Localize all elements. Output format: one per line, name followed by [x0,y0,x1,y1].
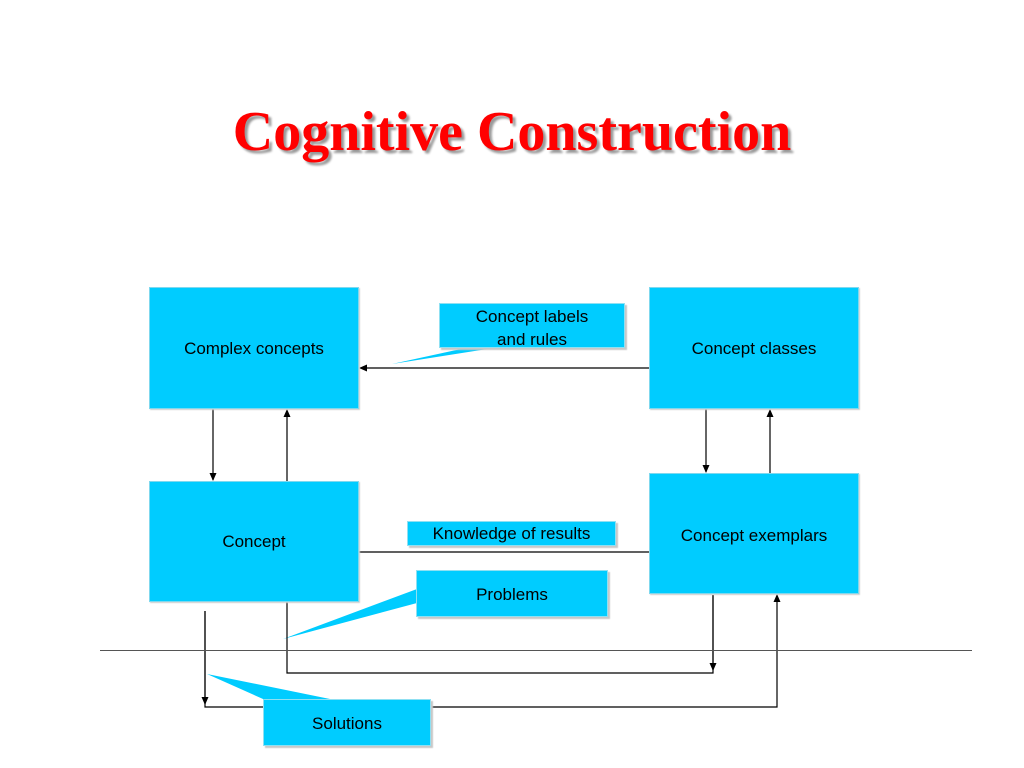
callout-knowledge-of-results: Knowledge of results [407,521,616,546]
node-concept-exemplars-label: Concept exemplars [680,526,828,545]
callout-solutions: Solutions [263,699,431,746]
node-concept-classes: Concept classes [649,287,859,409]
callout-concept-labels-and-rules: Concept labels and rules [439,303,625,349]
node-complex-concepts-label: Complex concepts [184,338,324,358]
problems-callout-pointer [283,589,417,639]
labels-callout-pointer [392,347,500,364]
page-title: Cognitive Construction [232,101,792,163]
node-concept: Concept [149,481,359,602]
node-concept-exemplars: Concept exemplars [649,473,859,594]
node-complex-concepts: Complex concepts [149,287,359,409]
horizontal-divider [100,650,972,651]
callout-solutions-label: Solutions [312,714,382,733]
node-concept-label: Concept [222,532,286,551]
solutions-callout-pointer [207,674,330,699]
callout-concept-labels-and-rules-label: Concept labels and rules [475,307,589,349]
callout-problems-label: Problems [476,585,548,604]
callout-knowledge-of-results-label: Knowledge of results [432,524,591,543]
node-concept-classes-label: Concept classes [691,338,817,358]
callout-problems: Problems [416,570,608,617]
